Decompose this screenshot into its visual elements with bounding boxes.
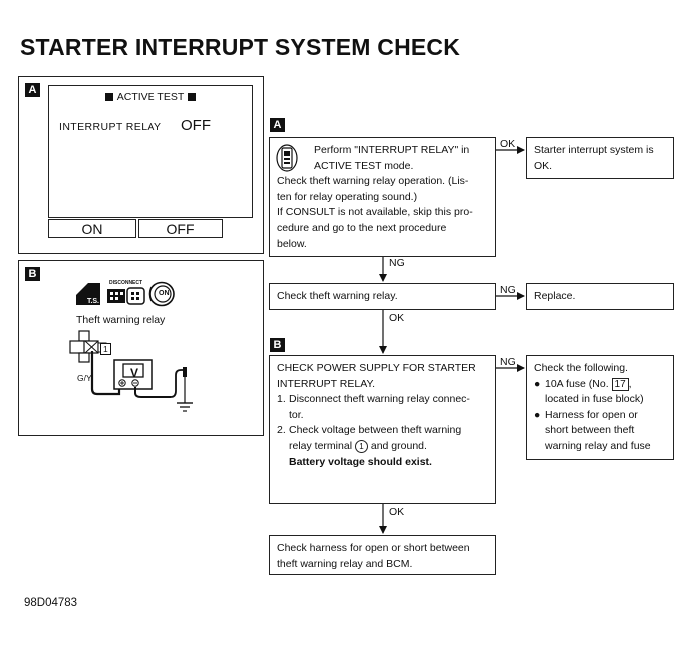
test-item-label: INTERRUPT RELAY <box>59 121 162 133</box>
box1-line6: cedure and go to the next procedure <box>277 221 447 234</box>
flow-tag-a: A <box>270 118 285 132</box>
flow-step-active-test: Perform "INTERRUPT RELAY" in ACTIVE TEST… <box>269 137 496 257</box>
box1-line3: Check theft warning relay operation. (Li… <box>277 175 469 188</box>
voltmeter-label: V <box>129 366 138 380</box>
label-ok-3: OK <box>389 506 405 518</box>
box3-step2: 2. Check voltage between theft warning r… <box>277 423 488 470</box>
fuse-line1a: 10A fuse (No. <box>545 377 609 390</box>
box1-line7: below. <box>277 237 307 250</box>
square-bullet-icon <box>104 93 113 101</box>
harness-line2: short between theft <box>545 424 635 437</box>
step2-line1: Check voltage between theft warning <box>289 424 462 437</box>
label-ng-3: NG <box>500 356 516 368</box>
disconnect-connector-icon <box>107 287 145 305</box>
box2-text: Check theft warning relay. <box>277 290 398 302</box>
step2-number: 2. <box>277 424 286 437</box>
flow-step-check-relay: Check theft warning relay. <box>269 283 496 310</box>
result-ok-line1: Starter interrupt system is <box>534 144 654 156</box>
replace-text: Replace. <box>534 290 576 302</box>
box1-line5: If CONSULT is not available, skip this p… <box>277 206 473 219</box>
fuse-line2: located in fuse block) <box>545 393 644 406</box>
label-ng-1: NG <box>389 257 405 269</box>
harness-line3: warning relay and fuse <box>545 439 651 452</box>
trouble-shooting-icon: T.S. <box>76 283 100 305</box>
off-button[interactable]: OFF <box>138 219 223 238</box>
terminal-circled-number: 1 <box>354 439 368 453</box>
box1-line1: Perform "INTERRUPT RELAY" in <box>314 144 470 156</box>
flow-tag-b: B <box>270 338 285 352</box>
active-test-header: ACTIVE TEST <box>49 91 252 103</box>
bullet-icon: ● <box>534 408 541 421</box>
active-test-label: ACTIVE TEST <box>116 91 185 103</box>
box1-line2: ACTIVE TEST mode. <box>314 159 414 172</box>
fuse-number-box: 17 <box>611 377 629 391</box>
step1-line1: Disconnect theft warning relay connec- <box>289 393 470 406</box>
box1-line4: ten for relay operating sound.) <box>277 190 418 203</box>
ts-label: T.S. <box>86 298 99 305</box>
panel-b-voltage-check: B T.S. DISCONNECT ON Theft warning relay <box>18 260 264 436</box>
harness-line1: Harness for open or <box>545 408 638 421</box>
square-bullet-icon <box>188 93 197 101</box>
flow-result-replace: Replace. <box>526 283 674 310</box>
check-item-fuse: ● 10A fuse (No. 17, located in fuse bloc… <box>534 377 666 408</box>
flow-result-system-ok: Starter interrupt system is OK. <box>526 137 674 179</box>
check-item-harness: ● Harness for open or short between thef… <box>534 408 666 455</box>
wire-color-label: G/Y <box>77 373 92 383</box>
panel-b-tag: B <box>25 267 40 281</box>
consult-tester-icon <box>276 144 298 172</box>
step1-number: 1. <box>277 393 286 406</box>
box4-line2: theft warning relay and BCM. <box>277 557 413 570</box>
ground-icon <box>177 402 193 412</box>
box3-step1: 1. Disconnect theft warning relay connec… <box>277 392 488 423</box>
voltmeter-icon <box>113 359 153 390</box>
check-following-head: Check the following. <box>534 362 628 374</box>
step2-line2b: and ground. <box>370 439 427 452</box>
flow-step-check-harness-bcm: Check harness for open or short between … <box>269 535 496 575</box>
box4-line1: Check harness for open or short between <box>277 542 470 554</box>
box3-line1: CHECK POWER SUPPLY FOR STARTER <box>277 362 476 374</box>
disconnect-label: DISCONNECT <box>109 280 143 286</box>
fuse-line1b: , <box>628 377 632 390</box>
terminal-number-label: 1 <box>100 343 111 355</box>
panel-a-consult-screen: A ACTIVE TEST INTERRUPT RELAY OFF ON OFF <box>18 76 264 254</box>
result-ok-line2: OK. <box>534 159 553 172</box>
label-ng-2: NG <box>500 284 516 296</box>
ignition-key-icon <box>148 281 175 307</box>
step2-line3: Battery voltage should exist. <box>289 455 432 468</box>
figure-code: 98D04783 <box>24 597 78 609</box>
bullet-icon: ● <box>534 377 541 390</box>
panel-a-tag: A <box>25 83 40 97</box>
test-item-value: OFF <box>181 117 211 134</box>
label-ok-2: OK <box>389 312 405 324</box>
page-title: STARTER INTERRUPT SYSTEM CHECK <box>20 34 461 60</box>
on-button[interactable]: ON <box>48 219 136 238</box>
flow-result-check-following: Check the following. ● 10A fuse (No. 17,… <box>526 355 674 460</box>
flow-step-power-supply: CHECK POWER SUPPLY FOR STARTER INTERRUPT… <box>269 355 496 504</box>
step1-line2: tor. <box>289 408 304 421</box>
box3-line2: INTERRUPT RELAY. <box>277 377 376 390</box>
active-test-screen: ACTIVE TEST INTERRUPT RELAY OFF <box>48 85 253 218</box>
theft-warning-relay-caption: Theft warning relay <box>76 314 166 326</box>
ignition-on-label: ON <box>159 290 170 297</box>
step2-line2a: relay terminal <box>289 439 353 452</box>
label-ok-1: OK <box>500 138 516 150</box>
